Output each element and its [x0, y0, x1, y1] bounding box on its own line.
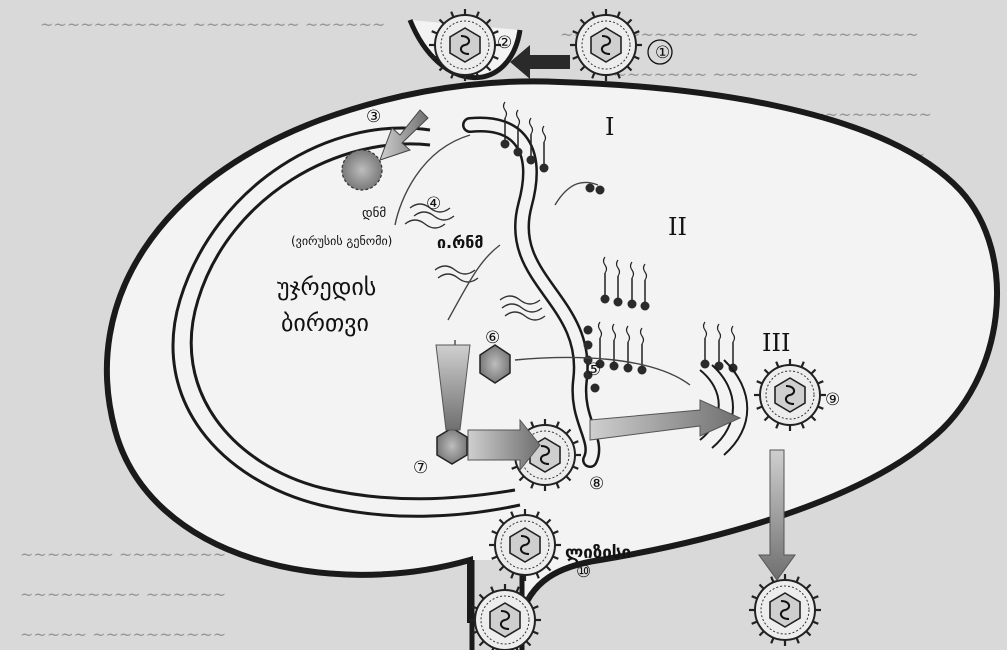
step-6-label: ⑥ — [485, 328, 500, 348]
svg-text:~~~~~~~ ~~~~~~~~: ~~~~~~~ ~~~~~~~~ — [20, 545, 226, 564]
svg-text:~~~~~ ~~~~~~~~~~: ~~~~~ ~~~~~~~~~~ — [20, 625, 226, 644]
svg-text:~~~~~~~~~~~ ~~~~~~~~ ~~~~~~: ~~~~~~~~~~~ ~~~~~~~~ ~~~~~~ — [40, 15, 385, 34]
uncoating-virion-step-3 — [342, 150, 382, 190]
arrow-1-to-2 — [510, 45, 570, 79]
nucleus-label-line1: უჯრედის — [277, 273, 376, 301]
virion-step-9 — [754, 359, 826, 431]
nucleus-label-line2: ბირთვი — [281, 309, 369, 337]
stage-I-label: I — [605, 113, 614, 141]
svg-text:~~~~~~~~~ ~~~~~~: ~~~~~~~~~ ~~~~~~ — [20, 585, 226, 604]
lysis-label: ლიზისი — [565, 543, 631, 563]
step-9-label: ⑨ — [825, 390, 840, 410]
step-4-label: ④ — [426, 194, 441, 214]
stage-II-label: II — [668, 213, 687, 241]
step-7-label: ⑦ — [413, 458, 428, 478]
step-3-label: ③ — [366, 107, 381, 127]
virion-step-2 — [429, 9, 501, 81]
step-1-label: ① — [655, 43, 670, 63]
step-10-label: ⑩ — [576, 562, 591, 582]
step-2-label: ② — [497, 33, 512, 53]
stage-III-label: III — [762, 329, 790, 357]
svg-text:~~~~~~~~ ~~~~~~~~~~ ~~~~~: ~~~~~~~~ ~~~~~~~~~~ ~~~~~ — [600, 65, 919, 84]
step-8-label: ⑧ — [589, 474, 604, 494]
virion-step-1 — [570, 9, 642, 81]
step-5-label: ⑤ — [586, 360, 601, 380]
dna-label: დნმ — [362, 206, 386, 221]
viral-genome-label: (ვირუსის გენომი) — [291, 234, 392, 248]
virion-released — [749, 574, 821, 646]
virion-lysis-1 — [489, 509, 561, 581]
mrna-label: ი.რნმ — [437, 233, 483, 252]
